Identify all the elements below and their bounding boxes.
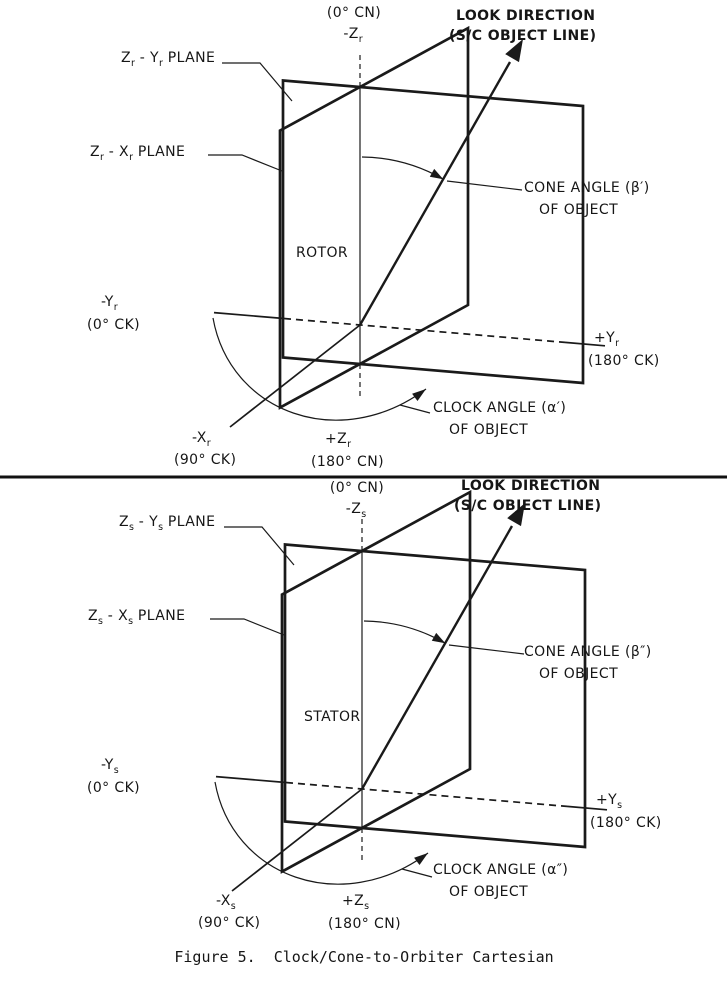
stator-title: STATOR: [304, 709, 361, 725]
rotor-zero-cn-label: (0° CN): [326, 5, 382, 21]
rotor-neg-x-clock-label: (90° CK): [174, 452, 237, 468]
stator-object-line-label: (S/C OBJECT LINE): [454, 498, 602, 514]
stator-look-direction-label: LOOK DIRECTION: [461, 478, 601, 494]
rotor-clock-angle-label-2: OF OBJECT: [449, 422, 529, 438]
stator-cone-angle-label-2: OF OBJECT: [539, 666, 619, 682]
stator-zx-plane-label: Zs - Xs PLANE: [88, 608, 186, 627]
rotor-neg-y-label: -Yr: [101, 294, 118, 313]
rotor-neg-z-label: -Zr: [343, 26, 363, 45]
rotor-cone-angle-label-2: OF OBJECT: [539, 202, 619, 218]
stator-neg-x-label: -Xs: [216, 893, 236, 912]
rotor-zy-plane-label: Zr - Yr PLANE: [121, 50, 216, 69]
rotor-pos-y-label: +Yr: [594, 330, 619, 349]
stator-zero-cn-label: (0° CN): [329, 480, 385, 496]
rotor-object-line-label: (S/C OBJECT LINE): [449, 28, 597, 44]
stator-clock-angle-label-2: OF OBJECT: [449, 884, 529, 900]
stator-neg-z-label: -Zs: [345, 501, 367, 520]
stator-neg-x-clock-label: (90° CK): [198, 915, 261, 931]
stator-neg-y-label: -Ys: [101, 757, 119, 776]
rotor-pos-z-label: +Zr: [325, 431, 352, 450]
rotor-title: ROTOR: [296, 245, 349, 261]
rotor-cone-angle-label: CONE ANGLE (β′): [524, 180, 650, 196]
rotor-drawing: [206, 26, 607, 429]
stator-neg-y-clock-label: (0° CK): [87, 780, 141, 796]
stator-zy-plane-label: Zs - Ys PLANE: [119, 514, 216, 533]
stator-pos-z-label: +Zs: [342, 893, 370, 912]
stator-pos-y-clock-label: (180° CK): [590, 815, 662, 831]
stator-pos-z-cone-label: (180° CN): [328, 916, 401, 932]
rotor-clock-angle-label: CLOCK ANGLE (α′): [433, 400, 567, 416]
stator-cone-angle-label: CONE ANGLE (β″): [524, 644, 652, 660]
rotor-zx-plane-label: Zr - Xr PLANE: [90, 144, 186, 163]
rotor-neg-x-label: -Xr: [192, 430, 211, 449]
rotor-pos-y-clock-label: (180° CK): [588, 353, 660, 369]
stator-pos-y-label: +Ys: [596, 792, 623, 811]
stator-drawing: [208, 490, 609, 893]
stator-clock-angle-label: CLOCK ANGLE (α″): [433, 862, 569, 878]
rotor-neg-y-clock-label: (0° CK): [87, 317, 141, 333]
rotor-pos-z-cone-label: (180° CN): [311, 454, 384, 470]
rotor-look-direction-label: LOOK DIRECTION: [456, 8, 596, 24]
figure-caption: Figure 5. Clock/Cone-to-Orbiter Cartesia…: [174, 948, 554, 966]
